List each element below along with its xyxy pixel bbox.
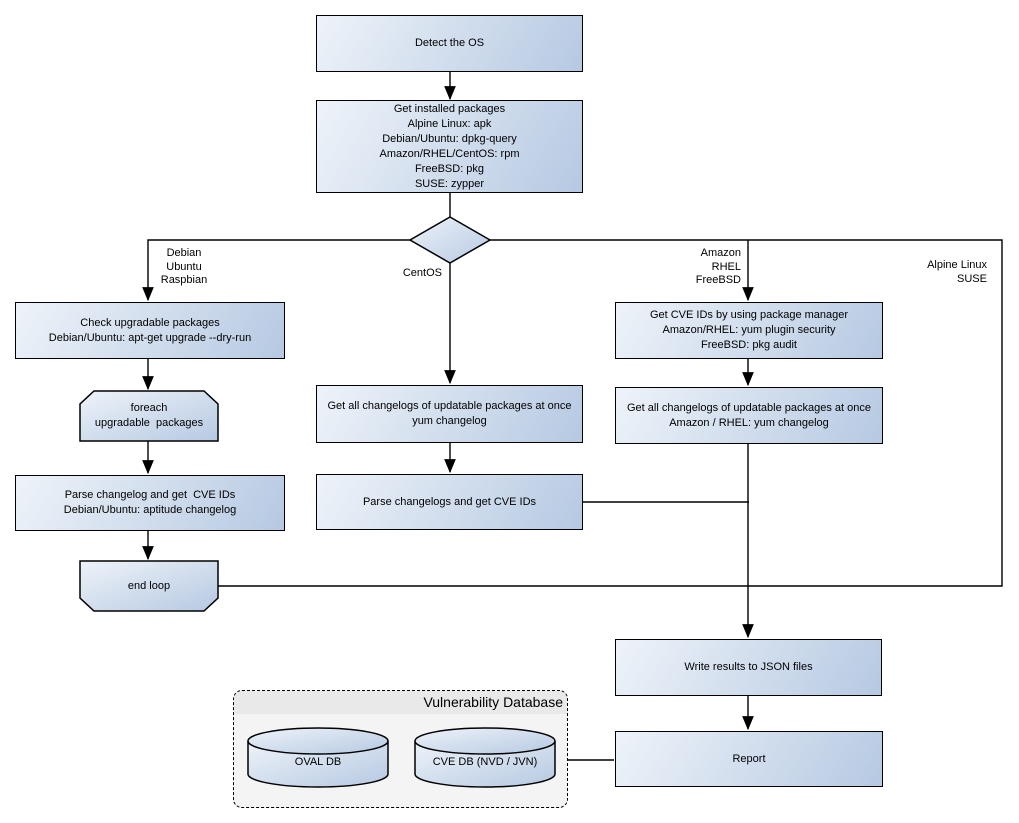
cve-db-cylinder (414, 727, 556, 788)
foreach-loop-label: foreach upgradable packages (94, 402, 204, 429)
node-write-results-json: Write results to JSON files (615, 639, 882, 696)
cve-db-label: CVE DB (NVD / JVN) (432, 755, 538, 768)
node-parse-changelogs-centos: Parse changelogs and get CVE IDs (316, 474, 583, 530)
node-get-installed-packages: Get installed packages Alpine Linux: apk… (316, 100, 583, 193)
end-loop-label: end loop (127, 579, 171, 592)
connector-decision-to-check-upgradable (142, 239, 410, 302)
node-get-changelogs-amazon: Get all changelogs of updatable packages… (615, 387, 883, 444)
node-report: Report (615, 731, 883, 787)
node-get-cve-ids-package-manager: Get CVE IDs by using package manager Ama… (615, 302, 883, 359)
oval-db-cylinder (247, 727, 389, 788)
branch-label-centos: CentOS (402, 267, 442, 279)
vulnerability-database-title: Vulnerability Database (234, 691, 567, 714)
branch-label-alpine: Alpine Linux SUSE (927, 259, 987, 285)
branch-label-debian: Debian Ubuntu Raspbian (160, 247, 208, 286)
node-get-changelogs-centos: Get all changelogs of updatable packages… (316, 385, 583, 443)
oval-db-label: OVAL DB (294, 755, 342, 768)
connector-right-and-alpine-branch (218, 239, 1003, 587)
end-loop-shape (79, 560, 219, 612)
node-detect-os: Detect the OS (316, 15, 583, 72)
os-decision-diamond (408, 216, 492, 264)
node-check-upgradable-packages: Check upgradable packages Debian/Ubuntu:… (15, 302, 285, 359)
node-parse-changelog-debian: Parse changelog and get CVE IDs Debian/U… (15, 475, 285, 531)
foreach-loop-shape (79, 390, 219, 442)
branch-label-amazon: Amazon RHEL FreeBSD (695, 247, 741, 286)
